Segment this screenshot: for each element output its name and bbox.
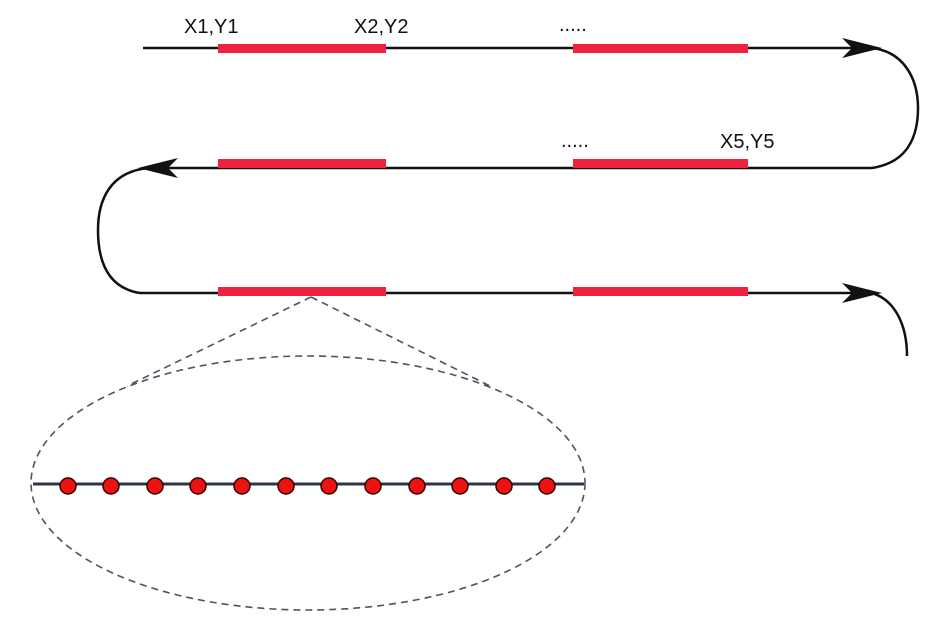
highlight-segment-row3-b (573, 287, 748, 296)
path-exit-curve (871, 291, 909, 357)
zoom-ellipse (30, 355, 586, 611)
zoom-guide-left (126, 296, 312, 387)
label-point-2: X2,Y2 (354, 16, 408, 38)
path-turn-left (96, 166, 149, 295)
sample-point (59, 477, 77, 495)
label-ellipsis-top: ..... (559, 14, 587, 36)
highlight-segment-row2-a (218, 159, 386, 168)
label-point-1: X1,Y1 (184, 16, 238, 38)
highlight-segment-row1-a (218, 44, 386, 53)
sample-point (146, 477, 164, 495)
sample-point (320, 477, 338, 495)
sample-point (189, 477, 207, 495)
path-turn-right (871, 46, 920, 170)
sample-point (451, 477, 469, 495)
highlight-segment-row3-a (218, 287, 386, 296)
label-point-5: X5,Y5 (720, 131, 774, 153)
sample-point (102, 477, 120, 495)
sample-points (59, 477, 556, 495)
sample-point (408, 477, 426, 495)
sample-point (538, 477, 556, 495)
sample-point (495, 477, 513, 495)
label-ellipsis-middle: ..... (561, 130, 589, 152)
highlight-segment-row1-b (573, 44, 748, 53)
highlight-segment-row2-b (573, 159, 748, 168)
sample-point (233, 477, 251, 495)
sample-point (277, 477, 295, 495)
zoom-guide-right (310, 296, 491, 387)
sample-point (364, 477, 382, 495)
